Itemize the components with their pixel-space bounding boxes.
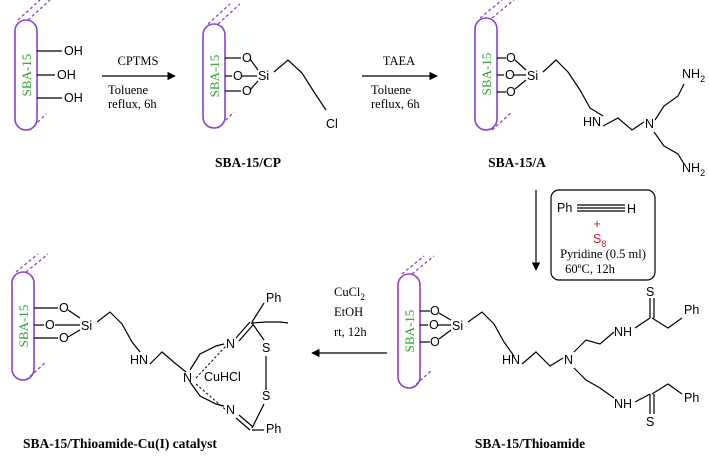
phenyl-label: Ph — [266, 422, 281, 436]
oxygen-atom: O — [430, 304, 440, 318]
step3-base: Pyridine (0.5 ml) — [560, 247, 646, 261]
amine-nh: HN — [583, 115, 601, 129]
step2-solvent: Toluene — [371, 83, 412, 97]
step4-arrow: CuCl2 EtOH rt, 12h — [311, 285, 387, 358]
chlorine-atom: Cl — [326, 117, 338, 131]
oxygen-atom: O — [242, 84, 252, 98]
hydroxyl-label: OH — [64, 44, 83, 58]
compound-label-cp: SBA-15/CP — [215, 155, 281, 170]
silicon-atom: Si — [452, 319, 463, 333]
silicon-atom: Si — [81, 319, 92, 333]
thioether-sulfur: S — [262, 341, 270, 355]
oxygen-atom: O — [506, 51, 516, 65]
thione-sulfur: S — [646, 285, 654, 299]
step3-conditions: 60ºC, 12h — [565, 262, 615, 276]
oxygen-atom: O — [233, 69, 243, 83]
sba15-particle — [397, 273, 421, 389]
oxygen-atom: O — [429, 318, 439, 332]
step1-reagent: CPTMS — [118, 54, 159, 68]
support-label: SBA-15 — [402, 310, 417, 353]
support-label: SBA-15 — [207, 55, 222, 98]
support-label: SBA-15 — [19, 54, 34, 97]
oxygen-atom: O — [59, 301, 69, 315]
hydroxyl-label: OH — [64, 91, 83, 105]
primary-amine: NH2 — [682, 67, 705, 84]
sulfur-s8: S8 — [593, 232, 606, 249]
amine-nh: HN — [502, 353, 520, 367]
oxygen-atom: O — [506, 85, 516, 99]
step3-arrow: Ph H + S8 Pyridine (0.5 ml) 60ºC, 12h — [531, 189, 656, 281]
imine-nitrogen: N — [226, 337, 235, 351]
tertiary-amine: N — [645, 117, 654, 131]
thioether-sulfur: S — [262, 389, 270, 403]
hydroxyl-label: OH — [57, 68, 76, 82]
oxygen-atom: O — [59, 331, 69, 345]
compound-label-catalyst: SBA-15/Thioamide-Cu(I) catalyst — [23, 436, 217, 451]
step1-arrow: CPTMS Toluene reflux, 6h — [102, 54, 176, 111]
reagent-box — [550, 189, 656, 281]
step1-solvent: Toluene — [108, 83, 149, 97]
step2-reagent: TAEA — [383, 54, 415, 68]
phenyl-label: Ph — [557, 201, 572, 215]
amide-nh: NH — [614, 397, 632, 411]
step1-conditions: reflux, 6h — [108, 97, 157, 111]
sba15-amine: SBA-15 O O O Si HN N NH2 NH2 SBA-15/A — [474, 0, 705, 178]
oxygen-atom: O — [505, 68, 515, 82]
imine-nitrogen: N — [226, 403, 235, 417]
support-label: SBA-15 — [16, 305, 31, 348]
amine-nh: HN — [130, 353, 148, 367]
amide-nh: NH — [614, 325, 632, 339]
phenyl-label: Ph — [684, 391, 699, 405]
support-label: SBA-15 — [479, 53, 494, 96]
oxygen-atom: O — [430, 335, 440, 349]
primary-amine: NH2 — [682, 161, 705, 178]
phenyl-label: Ph — [684, 303, 699, 317]
sba15-cp: SBA-15 O O O Si Cl SBA-15/CP — [202, 3, 338, 170]
sba15-thioamide: SBA-15 O O O Si HN N NH S Ph NH S Ph SBA… — [397, 255, 699, 451]
plus-sign: + — [593, 217, 600, 231]
oxygen-atom: O — [45, 318, 55, 332]
step2-arrow: TAEA Toluene reflux, 6h — [362, 54, 438, 111]
compound-label-thioamide: SBA-15/Thioamide — [475, 436, 585, 451]
step4-conditions: rt, 12h — [334, 325, 367, 339]
step4-reagent: CuCl2 — [334, 285, 365, 302]
copper-center: CuHCl — [204, 370, 241, 384]
phenyl-label: Ph — [266, 291, 281, 305]
oxygen-atom: O — [242, 51, 252, 65]
tertiary-amine: N — [183, 371, 192, 385]
sba15-particle — [474, 17, 498, 131]
compound-label-amine: SBA-15/A — [488, 155, 546, 170]
silicon-atom: Si — [258, 69, 269, 83]
thione-sulfur: S — [646, 415, 654, 429]
tertiary-amine: N — [564, 353, 573, 367]
sba15-starting-material: SBA-15 OH OH OH — [14, 0, 83, 131]
sba15-cu-catalyst: SBA-15 O O O Si HN N N S S Ph N S — [11, 253, 289, 451]
sba15-particle — [11, 271, 35, 381]
step4-solvent: EtOH — [334, 305, 363, 319]
hydrogen-atom: H — [627, 202, 636, 216]
step2-conditions: reflux, 6h — [371, 97, 420, 111]
silicon-atom: Si — [527, 69, 538, 83]
